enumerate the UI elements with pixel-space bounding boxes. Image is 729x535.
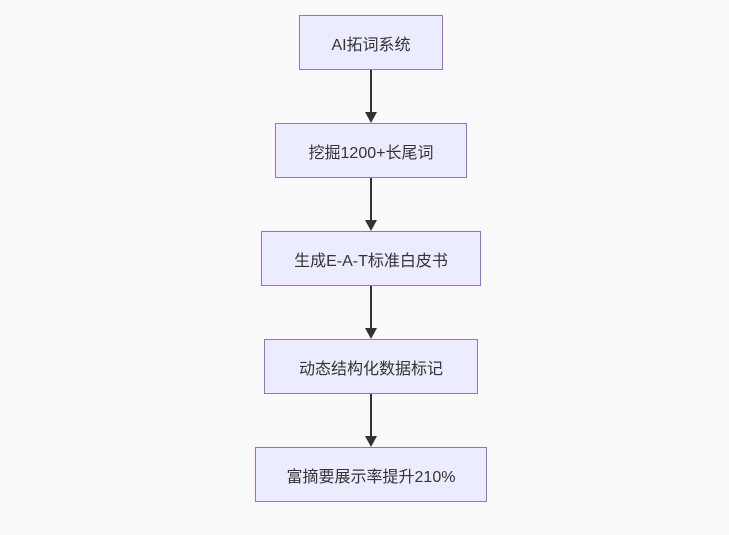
arrowhead-down-icon	[365, 220, 377, 231]
flowchart: AI拓词系统 挖掘1200+长尾词 生成E-A-T标准白皮书 动态结构化数据标记	[255, 15, 487, 502]
arrowhead-down-icon	[365, 328, 377, 339]
flow-node-ai-keyword-system: AI拓词系统	[299, 15, 443, 70]
flow-node-longtail-mining: 挖掘1200+长尾词	[275, 123, 467, 178]
node-label: 富摘要展示率提升210%	[286, 468, 456, 486]
arrow-line	[370, 394, 372, 436]
flow-arrow	[365, 178, 377, 231]
node-label: AI拓词系统	[331, 36, 411, 54]
node-label: 生成E-A-T标准白皮书	[294, 252, 448, 270]
arrow-line	[370, 178, 372, 220]
node-label: 动态结构化数据标记	[298, 360, 443, 378]
flow-node-rich-snippet-uplift: 富摘要展示率提升210%	[255, 447, 487, 502]
node-label: 挖掘1200+长尾词	[308, 144, 434, 162]
flow-arrow	[365, 286, 377, 339]
arrow-line	[370, 286, 372, 328]
flow-node-eat-whitepaper: 生成E-A-T标准白皮书	[261, 231, 481, 286]
flow-node-structured-data-markup: 动态结构化数据标记	[264, 339, 478, 394]
arrowhead-down-icon	[365, 436, 377, 447]
flow-arrow	[365, 394, 377, 447]
arrowhead-down-icon	[365, 112, 377, 123]
arrow-line	[370, 70, 372, 112]
flow-arrow	[365, 70, 377, 123]
